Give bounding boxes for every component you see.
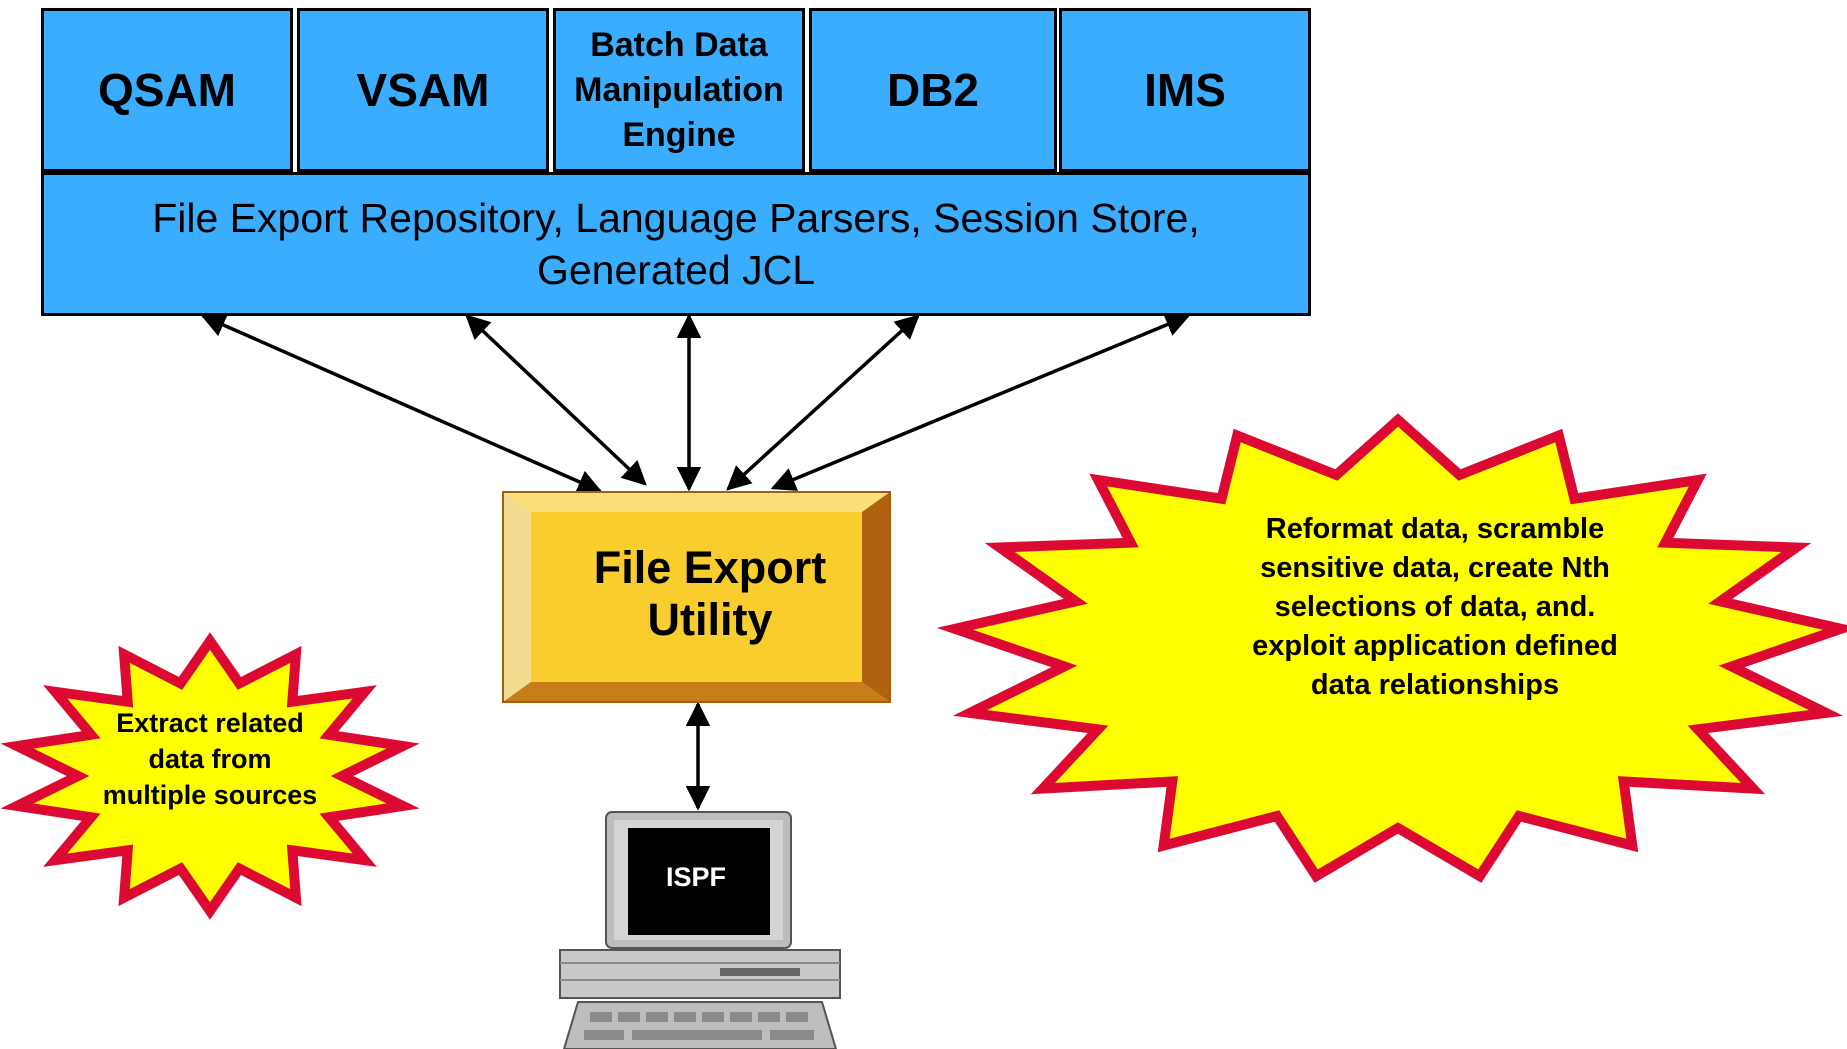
utility-box [502,491,891,703]
repository-label: File Export Repository, Language Parsers… [152,195,1200,293]
repository-box: File Export Repository, Language Parsers… [41,172,1311,316]
terminal-label: ISPF [665,862,726,892]
arrow-qsam [200,313,603,494]
batch-engine-box: Batch Data Manipulation Engine [553,8,805,172]
arrow-vsam [465,314,647,486]
burst-right-shape [936,413,1847,883]
db2-box: DB2 [809,8,1057,172]
ims-box: IMS [1059,8,1311,172]
callout-left-text: Extract related data from multiple sourc… [102,708,318,810]
computer-icon [559,811,841,1049]
qsam-box: QSAM [41,8,293,172]
vsam-box: VSAM [297,8,549,172]
arrow-db2 [726,314,920,491]
arrow-ims [770,313,1191,491]
burst-left-shape [0,632,420,920]
callout-right-text: Reformat data, scramble sensitive data, … [1252,513,1618,701]
utility-label: File Export Utility [593,542,827,645]
